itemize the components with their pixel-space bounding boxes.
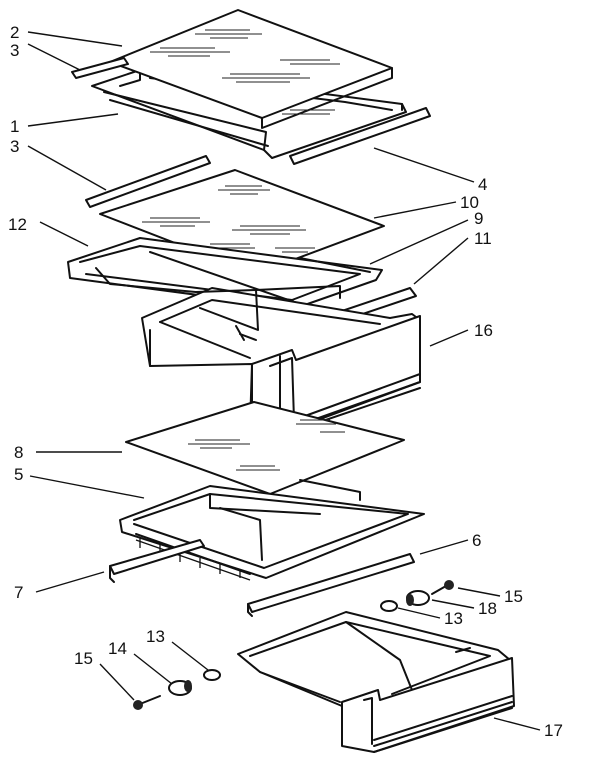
crisper-pan-17: [237, 611, 515, 753]
rail-6: [247, 553, 415, 617]
callout-labels: 2 3 1 3 4 10 12 9 11 16 8 5 6 7 15 18 13…: [8, 23, 563, 740]
callout-13-right: 13: [444, 609, 463, 628]
callout-4: 4: [478, 175, 487, 194]
rail-7: [109, 539, 205, 583]
callout-17: 17: [544, 721, 563, 740]
leader-lines: [27, 31, 541, 731]
callout-10: 10: [460, 193, 479, 212]
glass-shelf-8: [125, 401, 405, 495]
crisper-frame-5: [119, 479, 425, 581]
roller-14: [168, 680, 192, 696]
callout-3-middle: 3: [10, 137, 19, 156]
callout-12: 12: [8, 215, 27, 234]
spacer-13-left: [203, 669, 221, 681]
callout-13-left: 13: [146, 627, 165, 646]
spacer-13-right: [380, 600, 398, 612]
callout-2-top: 2: [10, 23, 19, 42]
callout-11: 11: [474, 229, 492, 248]
rail-4: [289, 107, 431, 165]
callout-8: 8: [14, 443, 23, 462]
roller-18: [406, 590, 430, 606]
rail-3-top: [71, 57, 129, 79]
callout-7: 7: [14, 583, 23, 602]
callout-16: 16: [474, 321, 493, 340]
callout-18: 18: [478, 599, 497, 618]
callout-5: 5: [14, 465, 23, 484]
callout-6: 6: [472, 531, 481, 550]
callout-14: 14: [108, 639, 127, 658]
glass-shelf-top: [109, 9, 393, 129]
rail-3-middle: [85, 155, 211, 208]
callout-9: 9: [474, 209, 483, 228]
callout-3-top: 3: [10, 41, 19, 60]
screw-15-right: [431, 580, 454, 595]
callout-1: 1: [10, 117, 19, 136]
crisper-pan-16: [141, 285, 421, 431]
callout-15-right: 15: [504, 587, 523, 606]
screw-15-left: [133, 695, 161, 710]
callout-15-left: 15: [74, 649, 93, 668]
